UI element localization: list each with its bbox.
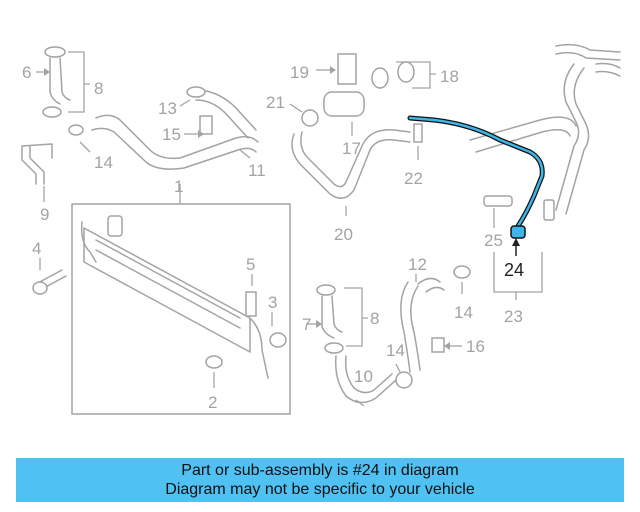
hose-assembly-lower xyxy=(306,265,471,407)
banner-line-part: Part or sub-assembly is #24 in diagram xyxy=(181,462,459,479)
bolt-4 xyxy=(32,258,67,295)
callout-1: 1 xyxy=(174,177,183,196)
callout-24: 24 xyxy=(504,260,524,280)
callout-3: 3 xyxy=(268,293,277,312)
callout-10: 10 xyxy=(354,367,373,386)
callout-19: 19 xyxy=(290,63,309,82)
callout-7: 7 xyxy=(302,315,311,334)
clip-22 xyxy=(413,123,423,160)
callout-6: 6 xyxy=(22,63,31,82)
callout-17: 17 xyxy=(342,139,361,158)
callout-8-lower: 8 xyxy=(370,309,379,328)
callout-15: 15 xyxy=(162,125,181,144)
callout-22: 22 xyxy=(404,169,423,188)
clamp-13-and-15 xyxy=(179,99,213,138)
hose-11 xyxy=(91,86,259,170)
valve-assembly-17-18-19 xyxy=(289,53,436,136)
callout-14-right: 14 xyxy=(454,303,473,322)
cooler-lines-assembly xyxy=(469,43,621,221)
bracket-9 xyxy=(21,143,53,202)
banner-line-disclaimer: Diagram may not be specific to your vehi… xyxy=(165,481,475,498)
callout-12: 12 xyxy=(408,255,427,274)
callout-9: 9 xyxy=(40,205,49,224)
bracket-23 xyxy=(493,252,543,300)
cooler-hose-24-highlighted xyxy=(407,115,545,256)
callout-5: 5 xyxy=(246,255,255,274)
callout-18: 18 xyxy=(440,67,459,86)
callout-20: 20 xyxy=(334,225,353,244)
hose-assembly-upper-left xyxy=(36,46,90,118)
callout-14-lower: 14 xyxy=(386,341,405,360)
oil-cooler-assembly-1 xyxy=(71,184,291,415)
callout-8-upper: 8 xyxy=(94,79,103,98)
callout-4: 4 xyxy=(32,239,41,258)
clamp-14-upper xyxy=(68,124,91,153)
callout-16: 16 xyxy=(466,337,485,356)
callout-21: 21 xyxy=(266,93,285,112)
hose-20 xyxy=(291,129,411,216)
callout-23: 23 xyxy=(504,307,523,326)
part-info-banner: Part or sub-assembly is #24 in diagram D… xyxy=(16,458,624,502)
callout-25: 25 xyxy=(484,231,503,250)
callout-14-upper: 14 xyxy=(94,153,113,172)
callout-2: 2 xyxy=(208,393,217,412)
bolt-5-and-mount-3 xyxy=(245,274,287,348)
callout-11: 11 xyxy=(248,161,266,180)
callout-13: 13 xyxy=(158,99,177,118)
parts-diagram: 6 8 9 14 11 13 15 1 2 xyxy=(21,43,621,415)
